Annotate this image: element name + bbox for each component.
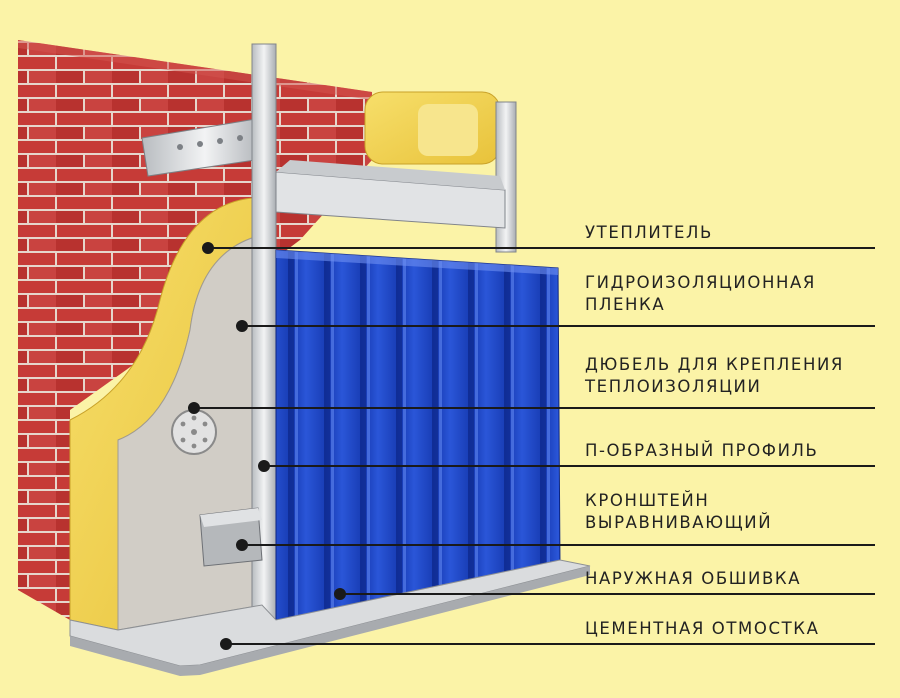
leader-dot-base [220, 638, 232, 650]
vertical-profile [251, 43, 517, 620]
bracket-bottom [199, 507, 263, 567]
leader-dot-profile [258, 460, 270, 472]
leader-dot-cladding [334, 588, 346, 600]
dowel-disk [171, 409, 217, 455]
leader-dot-insulation [202, 242, 214, 254]
leader-dot-bracket [236, 539, 248, 551]
label-membrane: Гидроизоляционная пленка [585, 273, 816, 314]
leader-lines [188, 242, 875, 650]
label-bracket: Кронштейн выравнивающий [585, 491, 773, 532]
cladding-panel [275, 249, 561, 621]
label-cladding: Наружная обшивка [585, 569, 802, 588]
cement-base [69, 559, 591, 676]
label-base: Цементная отмостка [585, 619, 820, 638]
label-insulation: Утеплитель [585, 223, 713, 242]
leader-dot-membrane [236, 320, 248, 332]
label-dowel: Дюбель для крепления теплоизоляции [585, 355, 844, 396]
leader-dot-dowel [188, 402, 200, 414]
label-profile: П-образный профиль [585, 441, 819, 460]
